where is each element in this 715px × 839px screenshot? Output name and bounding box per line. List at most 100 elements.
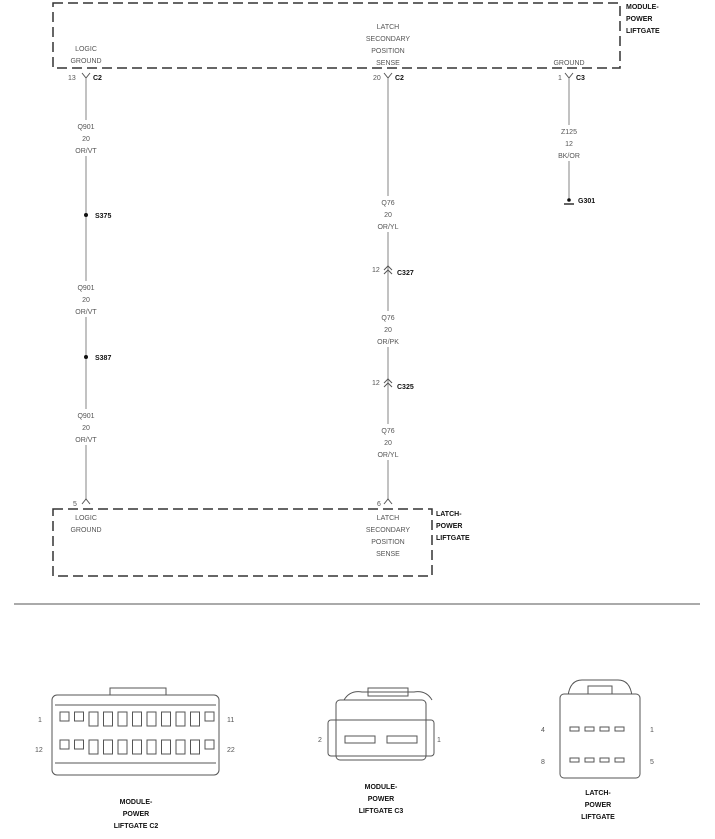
pin-cavity	[614, 757, 625, 763]
inline-connector-icon	[383, 378, 393, 388]
pin-cavity	[190, 711, 200, 727]
pin-number: 12	[372, 267, 380, 274]
pin-cavity	[599, 757, 610, 763]
wire-label: OR/YL	[377, 224, 398, 231]
pin-label: GROUND	[70, 527, 101, 534]
module-name: MODULE- POWER LIFTGATE	[626, 4, 660, 35]
pin-number: 1	[650, 727, 654, 734]
wire-label: Z125	[561, 129, 577, 136]
connector-name: POWER	[368, 796, 394, 803]
connector-name: LIFTGATE C3	[359, 808, 404, 815]
pin-number: 1	[558, 75, 562, 82]
splice-icon	[84, 213, 88, 217]
pin-number: 5	[650, 759, 654, 766]
pin-cavity	[117, 711, 128, 727]
pin-label: SENSE	[376, 60, 400, 67]
connector-view-module-c3: 2 1 MODULE- POWER LIFTGATE C3	[318, 687, 441, 815]
pin-cavity	[88, 739, 99, 755]
pin-cavity	[175, 711, 186, 727]
pin-number: 5	[73, 501, 77, 508]
pin-label: SECONDARY	[366, 36, 411, 43]
pin-number: 13	[68, 75, 76, 82]
connector-name: MODULE-	[120, 799, 153, 806]
splice-id: S375	[95, 213, 111, 220]
connector-fork-icon	[564, 72, 574, 79]
connector-name: LIFTGATE C2	[114, 823, 159, 830]
pin-cavity	[103, 739, 113, 755]
wire-label: 20	[82, 297, 90, 304]
wire-label: 20	[384, 212, 392, 219]
pin-cavity	[132, 711, 142, 727]
splice-id: S387	[95, 355, 111, 362]
pin-cavity	[88, 711, 99, 727]
connector-view-latch: 4 1 8 5 LATCH- POWER LIFTGATE	[541, 679, 654, 821]
wire-label: Q76	[381, 315, 394, 322]
latch-name-line: LATCH-	[436, 511, 462, 518]
pin-label: POSITION	[371, 48, 404, 55]
ground-circuit: GROUND 1 C3 Z125 12 BK/OR G301	[553, 60, 595, 205]
wire-label: 20	[384, 440, 392, 447]
pin-cavity	[175, 739, 186, 755]
pin-cavity	[103, 711, 113, 727]
latch-name-line: LIFTGATE	[436, 535, 470, 542]
wire-label: Q901	[77, 124, 94, 131]
wire-label: 20	[82, 136, 90, 143]
pin-cavity	[569, 757, 580, 763]
pin-number: 22	[227, 747, 235, 754]
pin-cavity	[204, 739, 215, 750]
pin-cavity	[190, 739, 200, 755]
wire-label: 20	[384, 327, 392, 334]
sense-circuit: LATCH SECONDARY POSITION SENSE 20 C2 Q76…	[366, 24, 414, 558]
connector-id: C2	[93, 75, 102, 82]
wire-label: OR/VT	[75, 437, 97, 444]
pin-label: GROUND	[70, 58, 101, 65]
pin-number: 8	[541, 759, 545, 766]
wire-label: Q901	[77, 285, 94, 292]
pin-number: 6	[377, 501, 381, 508]
pin-number: 1	[437, 737, 441, 744]
pin-cavity	[569, 726, 580, 732]
latch-name-line: POWER	[436, 523, 462, 530]
module-name-line: POWER	[626, 16, 652, 23]
pin-label: GROUND	[553, 60, 584, 67]
pin-cavity	[584, 726, 595, 732]
pin-label: LATCH	[377, 515, 399, 522]
connector-id: C3	[576, 75, 585, 82]
pin-label: LOGIC	[75, 515, 97, 522]
pin-cavity	[204, 711, 215, 722]
pin-cavity	[59, 739, 70, 750]
pin-label: POSITION	[371, 539, 404, 546]
pin-cavity	[132, 739, 142, 755]
wire-label: OR/YL	[377, 452, 398, 459]
pin-number: 1	[38, 717, 42, 724]
wire-label: 20	[82, 425, 90, 432]
pin-cavity	[584, 757, 595, 763]
pin-cavity	[117, 739, 128, 755]
connector-name: POWER	[123, 811, 149, 818]
pin-cavity	[74, 739, 84, 750]
pin-number: 4	[541, 727, 545, 734]
wire-label: OR/VT	[75, 309, 97, 316]
pin-label: SENSE	[376, 551, 400, 558]
connector-id: C2	[395, 75, 404, 82]
connector-name: MODULE-	[365, 784, 398, 791]
module-name-line: MODULE-	[626, 4, 659, 11]
pin-cavity	[146, 711, 157, 727]
inline-connector-icon	[383, 265, 393, 275]
pin-cavity	[146, 739, 157, 755]
wire-label: Q76	[381, 428, 394, 435]
connector-view-module-c2: 1 11 12 22 MODULE- POWER LIFTGATE C2	[35, 687, 235, 830]
wire-label: 12	[565, 141, 573, 148]
connector-fork-icon	[383, 72, 393, 79]
module-power-liftgate-box	[52, 2, 621, 69]
splice-icon	[84, 355, 88, 359]
pin-cavity	[614, 726, 625, 732]
ground-icon	[564, 198, 574, 205]
latch-power-liftgate-box	[52, 508, 433, 577]
pin-label: LATCH	[377, 24, 399, 31]
wire-label: OR/VT	[75, 148, 97, 155]
pin-number: 20	[373, 75, 381, 82]
pin-cavity	[59, 711, 70, 722]
connector-name: LATCH-	[585, 790, 611, 797]
